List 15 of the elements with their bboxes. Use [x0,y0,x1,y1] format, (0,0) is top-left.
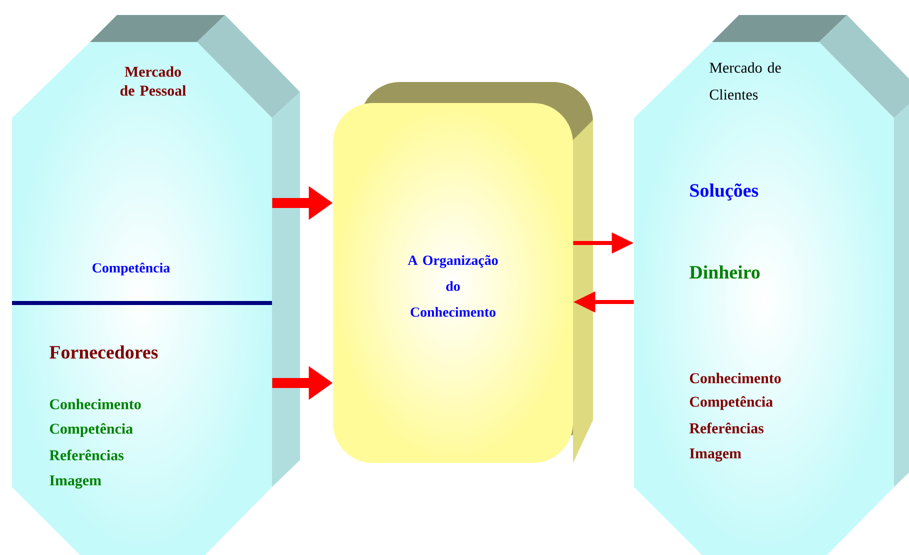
list-item: Conhecimento [50,398,141,410]
item-label: Soluções [690,183,758,201]
box-label: A Organização do Conhecimento [408,255,498,317]
list-item: Imagem [50,475,102,489]
item-label: Dinheiro [690,265,760,279]
list-item: Referências [689,422,764,434]
list-item: Competência [690,396,773,410]
list-item: Referências [49,450,124,460]
heading: Fornecedores [50,345,158,359]
list-item: Competência [50,423,133,437]
list-item: Conhecimento [690,372,781,384]
heading: Mercado de Pessoal [120,66,186,96]
list-item: Imagem [690,448,742,462]
heading: Mercado de Clientes [710,62,781,100]
item-label: Competência [92,262,170,276]
